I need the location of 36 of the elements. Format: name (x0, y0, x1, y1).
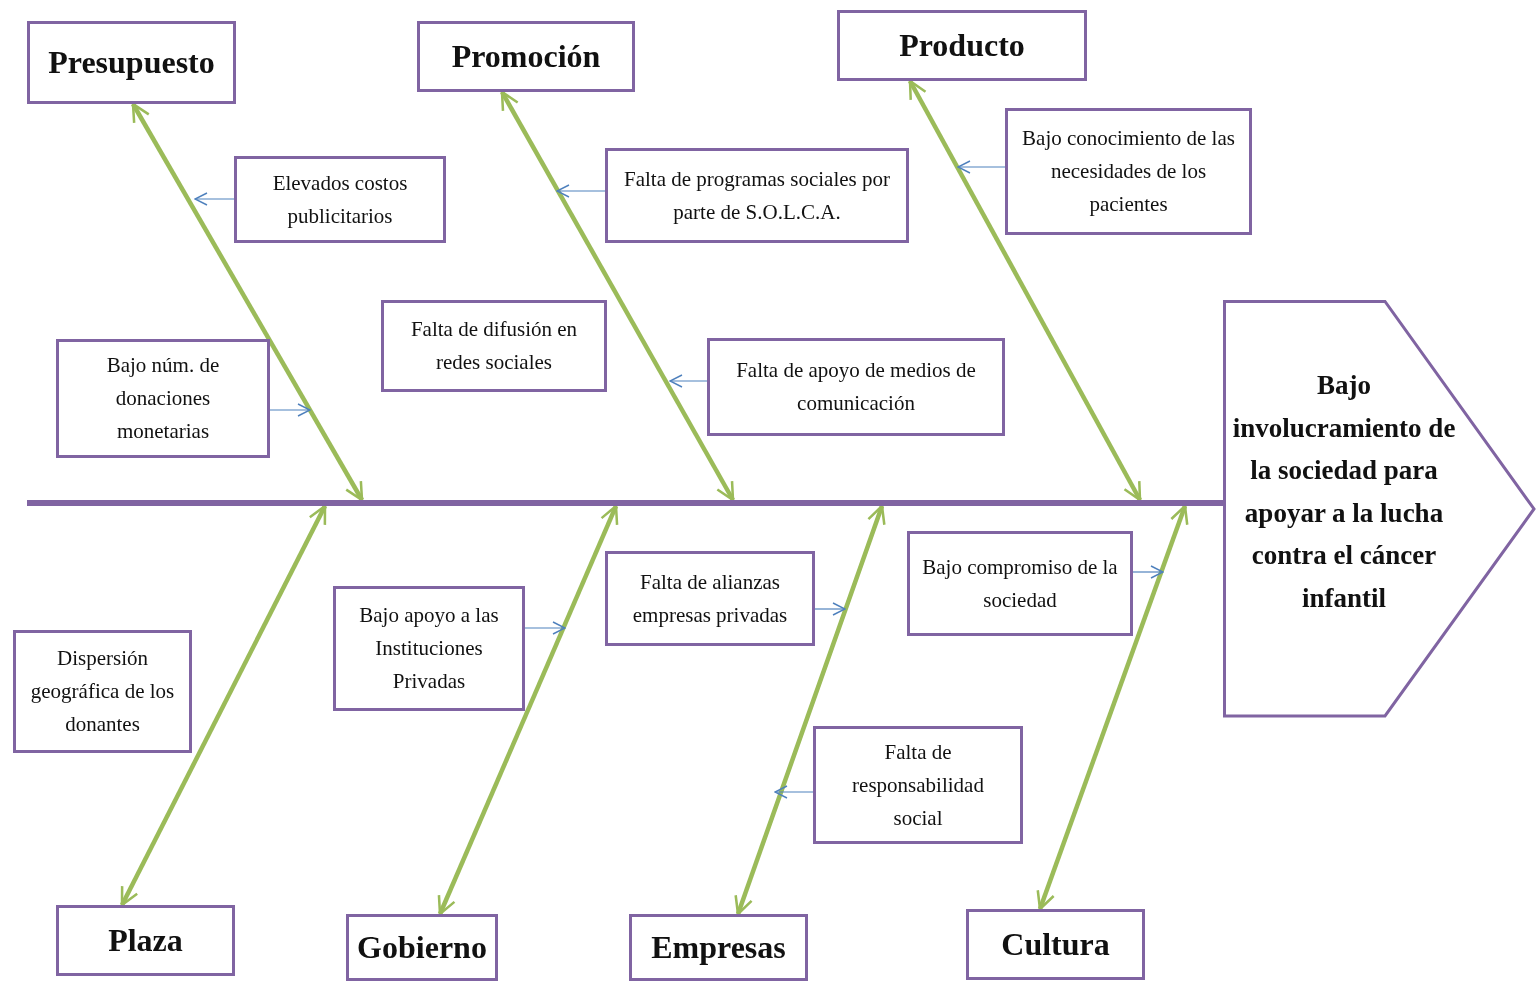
cause-box: Elevados costos publicitarios (234, 156, 446, 243)
arrow (774, 785, 814, 799)
bone-arrow (120, 504, 327, 907)
cause-box: Bajo conocimiento de las necesidades de los pacientes (1005, 108, 1252, 235)
category-box: Cultura (966, 909, 1145, 980)
arrow (194, 192, 235, 206)
cause-box: Falta de difusión en redes sociales (381, 300, 607, 392)
category-box: Plaza (56, 905, 235, 976)
cause-box: Falta de responsabilidad social (813, 726, 1023, 844)
category-box: Producto (837, 10, 1087, 81)
arrow (1131, 565, 1164, 579)
bone-arrow (734, 504, 886, 916)
cause-box: Falta de apoyo de medios de comunicación (707, 338, 1005, 436)
cause-box: Bajo apoyo a las Instituciones Privadas (333, 586, 525, 711)
cause-box: Bajo compromiso de la sociedad (907, 531, 1133, 636)
arrow (268, 403, 311, 417)
bone-arrow (908, 79, 1142, 502)
bone-arrow (500, 90, 735, 502)
cause-box: Falta de programas sociales por parte de S.O.L.C.A. (605, 148, 909, 243)
effect-box (1223, 300, 1536, 718)
cause-box: Falta de alianzas empresas privadas (605, 551, 815, 646)
bone-arrow (131, 102, 364, 502)
category-box: Promoción (417, 21, 635, 92)
arrow (813, 602, 846, 616)
arrow (556, 184, 606, 198)
arrow (523, 621, 566, 635)
category-box: Presupuesto (27, 21, 236, 104)
cause-box: Bajo núm. de donaciones monetarias (56, 339, 270, 458)
arrow (669, 374, 708, 388)
effect-text: Bajo involucramiento de la sociedad para apoyar a la lucha contra el cáncer infantil (1231, 369, 1457, 615)
bone-arrow (437, 504, 619, 916)
category-box: Empresas (629, 914, 808, 981)
category-box: Gobierno (346, 914, 498, 981)
cause-box: Dispersión geográfica de los donantes (13, 630, 192, 753)
bone-arrow (1036, 504, 1189, 911)
arrow (957, 160, 1006, 174)
